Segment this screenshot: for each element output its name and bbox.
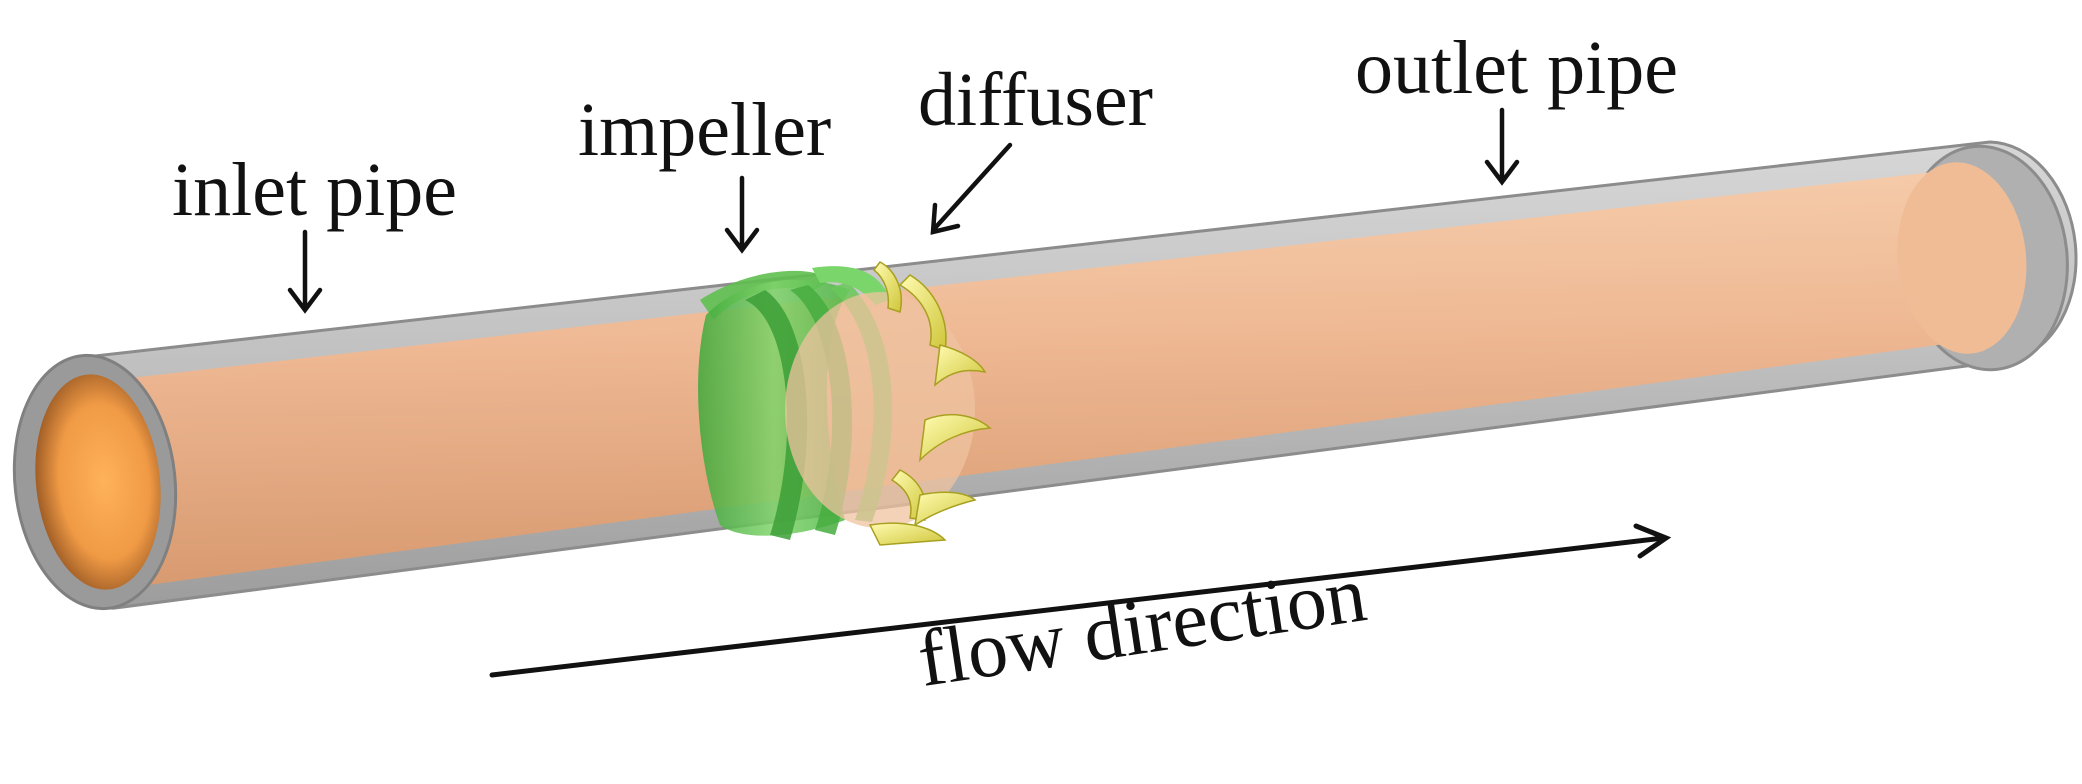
outlet-pipe-label: outlet pipe xyxy=(1355,26,1678,110)
inlet-opening xyxy=(12,353,178,611)
pointer-arrows xyxy=(287,107,1520,314)
flow-direction-arrow xyxy=(489,523,1672,678)
diffuser xyxy=(868,261,992,546)
inlet-arrow xyxy=(287,229,323,314)
impeller-label: impeller xyxy=(578,88,832,172)
diffuser-arrow xyxy=(930,142,1013,235)
pipe-core xyxy=(130,162,2027,585)
diffuser-label: diffuser xyxy=(918,58,1153,142)
inlet-pipe-label: inlet pipe xyxy=(172,148,457,232)
outlet-arrow xyxy=(1484,107,1520,186)
hub xyxy=(785,292,975,528)
impeller-arrow xyxy=(724,175,760,254)
